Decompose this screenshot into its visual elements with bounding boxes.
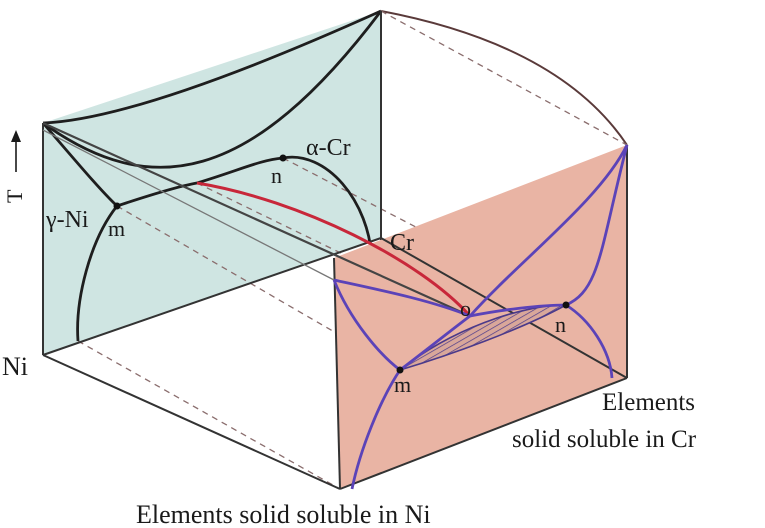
point-n-back-label: n <box>271 163 282 188</box>
point-m-front-marker <box>396 366 404 374</box>
back-face <box>43 11 381 355</box>
t-axis-label: T <box>2 189 27 203</box>
elements-ni-label: Elements solid soluble in Ni <box>136 500 431 528</box>
point-n-front-marker <box>562 301 570 309</box>
gamma-ni-label: γ-Ni <box>45 207 89 233</box>
alpha-cr-label: α-Cr <box>306 135 351 161</box>
point-n-back-marker <box>279 154 287 162</box>
cr-label: Cr <box>390 230 414 256</box>
base-edges <box>42 145 628 490</box>
elements-cr-line2: solid soluble in Cr <box>512 426 697 453</box>
front-face <box>334 145 627 489</box>
front-phase-curves <box>332 144 629 490</box>
diagonal-guides <box>42 121 471 318</box>
elements-cr-line1: Elements <box>602 389 695 416</box>
point-m-back-label: m <box>108 216 125 241</box>
tie-line-red <box>196 181 472 317</box>
point-o-label: o <box>460 296 471 321</box>
point-m-front-label: m <box>394 372 411 397</box>
point-m-back-marker <box>113 202 121 210</box>
top-back-arc <box>380 10 628 146</box>
phase-points <box>113 154 570 374</box>
t-axis-arrow <box>11 130 21 172</box>
point-n-front-label: n <box>555 312 566 337</box>
back-phase-curves <box>41 9 383 342</box>
ni-label: Ni <box>2 352 28 381</box>
back-frame <box>42 11 382 355</box>
